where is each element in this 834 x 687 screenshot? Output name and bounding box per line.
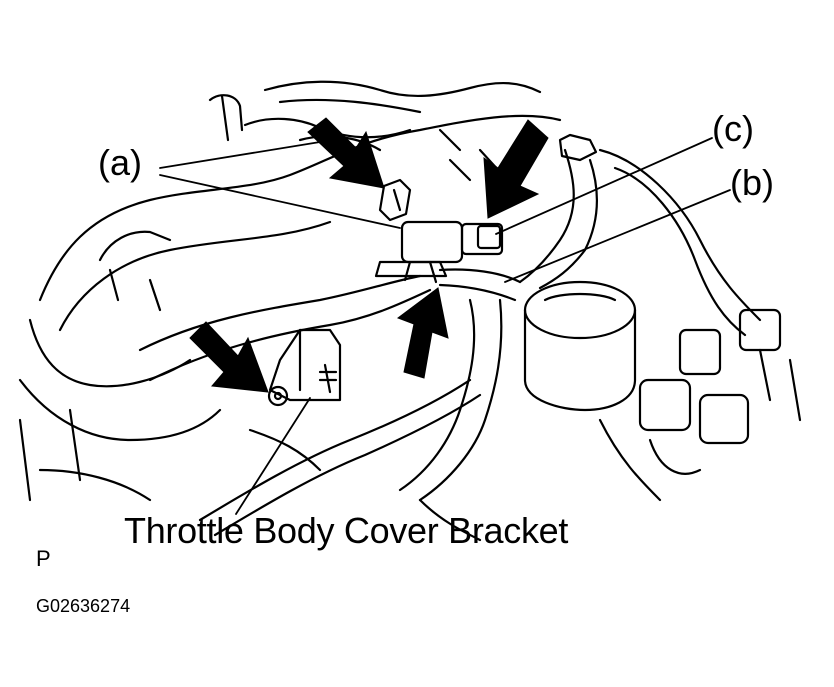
leader-line-a-lower bbox=[159, 174, 401, 229]
throttle-body-connector bbox=[374, 178, 504, 284]
arrow-bracket-down-left bbox=[189, 321, 269, 393]
leader-line-b bbox=[504, 189, 731, 283]
leader-line-c bbox=[495, 137, 713, 235]
leader-line-a-upper bbox=[159, 141, 321, 169]
arrow-c-down bbox=[483, 119, 549, 219]
arrow-up bbox=[396, 287, 449, 379]
fluid-reservoir bbox=[523, 280, 637, 412]
lower-harness bbox=[198, 378, 482, 542]
leader-line-caption bbox=[235, 397, 311, 515]
throttle-body-cover-bracket bbox=[267, 328, 342, 407]
part-caption: Throttle Body Cover Bracket bbox=[124, 510, 569, 551]
corner-letter: P bbox=[36, 546, 51, 571]
figure-code: G02636274 bbox=[36, 596, 131, 616]
leader-lines bbox=[159, 137, 731, 515]
callout-label-a: (a) bbox=[98, 142, 142, 183]
intake-manifold bbox=[18, 80, 562, 502]
arrow-a-right bbox=[307, 117, 385, 189]
callout-label-b: (b) bbox=[730, 162, 774, 203]
callout-label-c: (c) bbox=[712, 108, 754, 149]
hose-lines bbox=[138, 133, 762, 502]
ignition-coils bbox=[598, 308, 802, 502]
